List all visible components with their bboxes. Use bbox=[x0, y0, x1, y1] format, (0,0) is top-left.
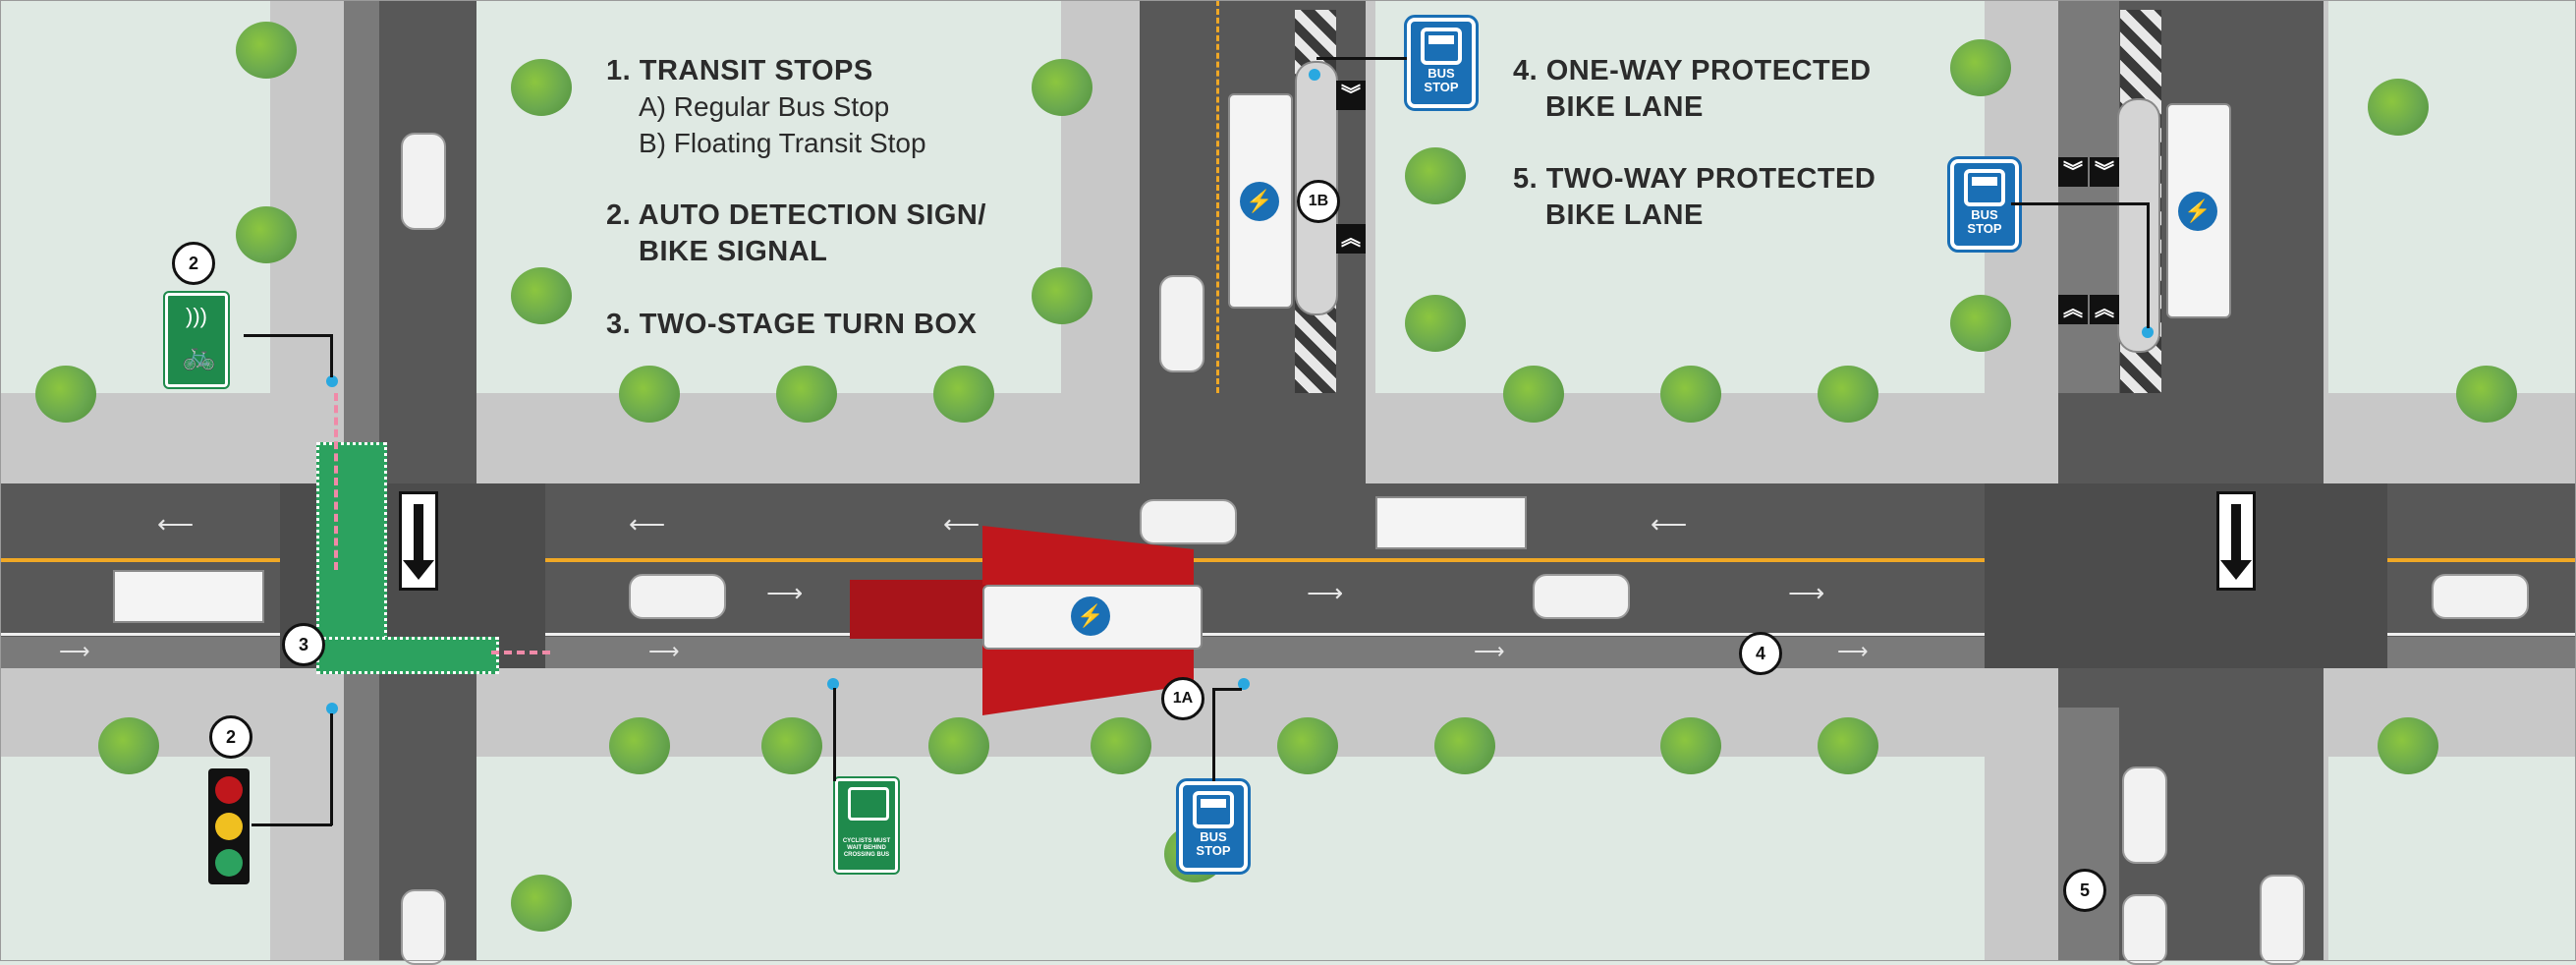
figure-border bbox=[0, 0, 2576, 961]
